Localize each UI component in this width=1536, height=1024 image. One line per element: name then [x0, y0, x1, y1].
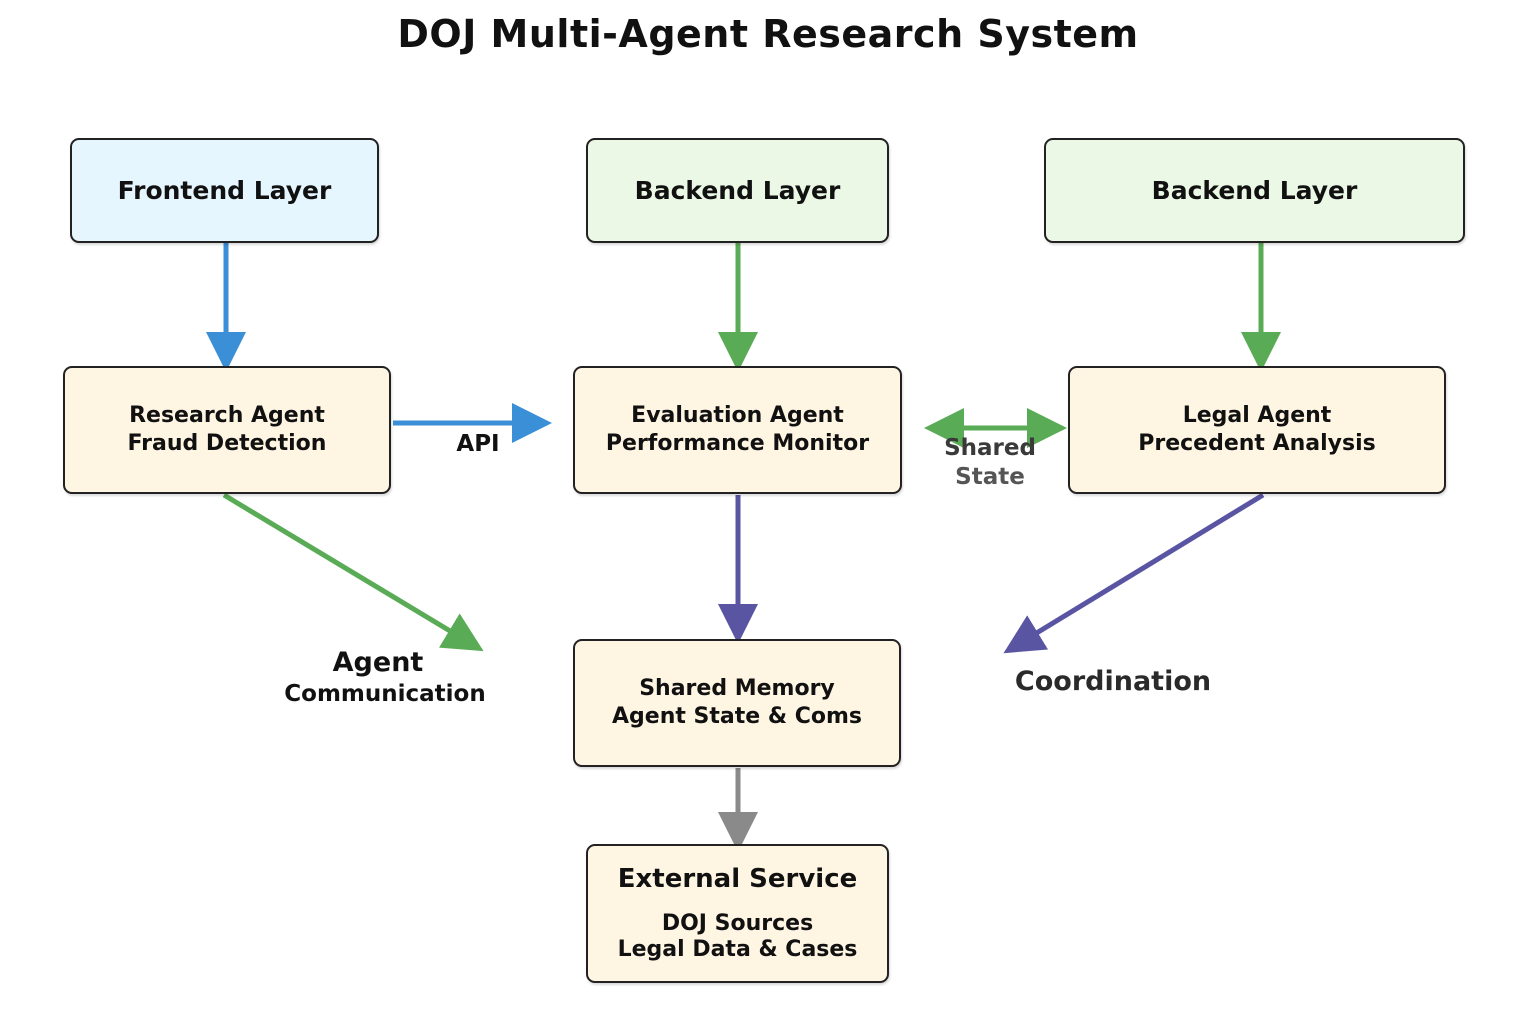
shared-memory-title: Shared Memory — [639, 676, 835, 701]
backend-layer-right-label: Backend Layer — [1151, 176, 1358, 205]
agent-communication-label-line-2: Communication — [284, 681, 486, 707]
backend-layer-right-node: Backend Layer — [1044, 138, 1465, 243]
shared-memory-node: Shared Memory Agent State & Coms — [573, 639, 901, 767]
research-agent-subtitle: Fraud Detection — [127, 431, 327, 456]
external-service-line-1: DOJ Sources — [661, 910, 814, 936]
edge-legal-coordination — [1003, 492, 1265, 654]
api-edge-label: API — [456, 431, 500, 457]
legal-agent-title: Legal Agent — [1182, 403, 1332, 428]
evaluation-agent-subtitle: Performance Monitor — [605, 431, 870, 456]
legal-agent-subtitle: Precedent Analysis — [1138, 431, 1376, 456]
external-service-title: External Service — [617, 863, 858, 894]
coordination-label: Coordination — [1014, 666, 1212, 697]
backend-layer-center-node: Backend Layer — [586, 138, 889, 243]
frontend-layer-label: Frontend Layer — [117, 176, 332, 205]
edge-research-agent-communication — [222, 492, 484, 652]
backend-layer-center-label: Backend Layer — [634, 176, 841, 205]
external-service-line-2: Legal Data & Cases — [617, 936, 858, 962]
external-service-node: External Service DOJ Sources Legal Data … — [586, 844, 889, 983]
research-agent-node: Research Agent Fraud Detection — [63, 366, 391, 494]
diagram-title: DOJ Multi-Agent Research System — [397, 12, 1139, 56]
shared-state-label-line-1: Shared — [944, 435, 1036, 461]
legal-agent-node: Legal Agent Precedent Analysis — [1068, 366, 1446, 494]
shared-state-label-line-2: State — [955, 464, 1025, 490]
evaluation-agent-title: Evaluation Agent — [631, 403, 844, 428]
frontend-layer-node: Frontend Layer — [70, 138, 379, 243]
agent-communication-label-line-1: Agent — [332, 647, 424, 678]
shared-memory-subtitle: Agent State & Coms — [612, 704, 862, 729]
evaluation-agent-node: Evaluation Agent Performance Monitor — [573, 366, 902, 494]
research-agent-title: Research Agent — [129, 403, 325, 428]
